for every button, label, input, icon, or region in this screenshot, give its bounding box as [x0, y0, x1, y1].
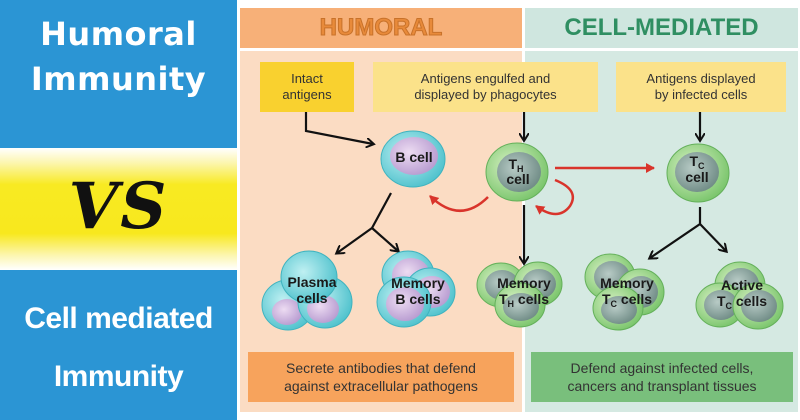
box-text: Secrete antibodies that defend: [286, 360, 476, 376]
box-text: displayed by phagocytes: [414, 87, 557, 102]
arrow-bcell-to-memory-b: [371, 227, 398, 251]
memory-tc-cells: Memory TC cells: [584, 253, 665, 331]
helper-arrows: [429, 163, 655, 216]
tc-cell: TC cell: [666, 143, 730, 203]
arrow-tc-to-memory-tc: [650, 207, 702, 258]
humoral-header: HUMORAL: [240, 8, 522, 48]
b-cell-label: B cell: [395, 149, 432, 165]
arrow-bcell-to-plasma: [337, 192, 392, 253]
vs-text: VS: [68, 169, 169, 244]
memory-b-cells-line1: Memory: [391, 275, 445, 291]
humoral-summary-box: Secrete antibodies that defend against ex…: [248, 352, 514, 402]
memory-tc-line1: Memory: [600, 275, 654, 291]
plasma-cells: Plasma cells: [261, 250, 353, 331]
th-cell-label-cell: cell: [506, 171, 529, 187]
humoral-immunity-title: Humoral Immunity: [0, 12, 237, 102]
box-text: against extracellular pathogens: [284, 378, 478, 394]
arrow-th-self: [535, 178, 575, 216]
active-tc-line2: TC cells: [717, 293, 767, 311]
title-line: Immunity: [30, 60, 207, 98]
th-cell-label-main: TH: [508, 156, 523, 174]
memory-th-line1: Memory: [497, 275, 551, 291]
box-text: cancers and transplant tissues: [567, 378, 757, 394]
memory-tc-line2: TC cells: [602, 291, 652, 309]
box-text: Intact: [291, 71, 323, 86]
memory-b-cells: Memory B cells: [376, 250, 456, 328]
plasma-cells-line1: Plasma: [287, 274, 336, 290]
memory-th-cells: Memory TH cells: [476, 261, 563, 328]
active-tc-cells: Active TC cells: [695, 261, 784, 330]
arrow-antigens-to-bcell: [304, 112, 373, 144]
arrow-th-helps-bcell: [429, 195, 489, 212]
cell-mediated-header-title: CELL-MEDIATED: [564, 14, 759, 41]
cell-mediated-immunity-title: Cell mediated Immunity: [0, 290, 237, 406]
box-text: antigens: [282, 87, 332, 102]
title-line: Immunity: [53, 360, 184, 393]
flow-arrows: [304, 112, 726, 263]
tc-cell-label-main: TC: [689, 153, 705, 171]
tc-cell-label-cell: cell: [685, 169, 708, 185]
box-text: Antigens displayed: [646, 71, 756, 86]
title-line: Humoral: [40, 15, 197, 53]
vs-banner: VS: [0, 148, 237, 270]
cell-mediated-summary-box: Defend against infected cells, cancers an…: [531, 352, 793, 402]
box-text: Defend against infected cells,: [570, 360, 754, 376]
title-line: Cell mediated: [24, 302, 213, 335]
th-cell: TH cell: [485, 142, 549, 202]
cell-mediated-header: CELL-MEDIATED: [525, 8, 798, 48]
arrow-tc-to-active-tc: [699, 223, 726, 251]
plasma-cells-line2: cells: [296, 290, 327, 306]
box-text: by infected cells: [654, 87, 748, 102]
memory-b-cells-line2: B cells: [395, 291, 440, 307]
header-divider: [525, 48, 798, 51]
box-text: Antigens engulfed and: [420, 71, 551, 86]
b-cell: B cell: [380, 130, 446, 188]
humoral-header-title: HUMORAL: [319, 14, 443, 42]
active-tc-line1: Active: [721, 277, 763, 293]
memory-th-line2: TH cells: [499, 291, 549, 309]
header-divider: [240, 48, 522, 51]
